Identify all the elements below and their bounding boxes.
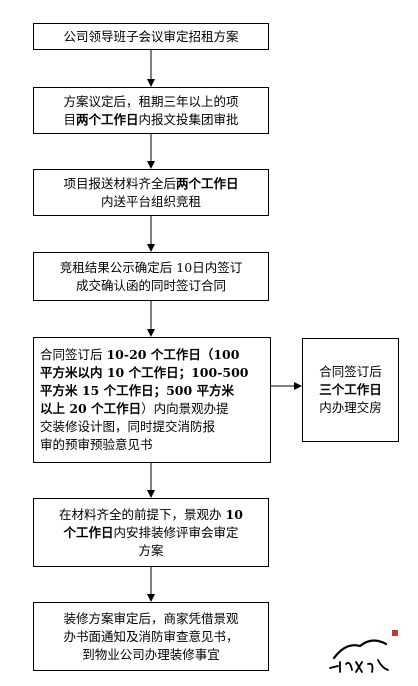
flow-step-4: 竞租结果公示确定后 10日内签订 成交确认函的同时签订合同 <box>33 252 269 301</box>
side-step-deadline: 三个工作日 <box>319 382 382 397</box>
step-2-deadline: 两个工作日 <box>75 111 139 127</box>
flow-step-7: 装修方案审定后，商家凭借景观 办书面通知及消防审查意见书， 到物业公司办理装修事… <box>33 602 269 671</box>
step-2-line-1: 方案议定后，租期三年以上的项 <box>63 93 239 109</box>
flow-step-5: 合同签订后 10-20 个工作日（100 平方米以内 10 个工作日；100-5… <box>33 337 271 463</box>
flow-step-1: 公司领导班子会议审定招租方案 <box>33 23 269 50</box>
flow-step-3: 项目报送材料齐全后两个工作日 内送平台组织竞租 <box>33 169 269 216</box>
flow-step-2: 方案议定后，租期三年以上的项 目两个工作日内报文投集团审批 <box>33 87 269 134</box>
step-3-line-2: 内送平台组织竞租 <box>100 193 201 209</box>
flow-step-side: 合同签订后 三个工作日 内办理交房 <box>302 338 399 442</box>
signature-logo-icon <box>329 630 398 673</box>
step-4-days: 10 <box>176 259 193 275</box>
flow-step-6: 在材料齐全的前提下，景观办 10 个工作日内安排装修评审会审定 方案 <box>33 498 269 567</box>
step-1-text: 公司领导班子会议审定招租方案 <box>63 28 239 44</box>
step-4-line-2: 成交确认函的同时签订合同 <box>75 277 226 293</box>
step-3-deadline: 两个工作日 <box>176 175 239 191</box>
